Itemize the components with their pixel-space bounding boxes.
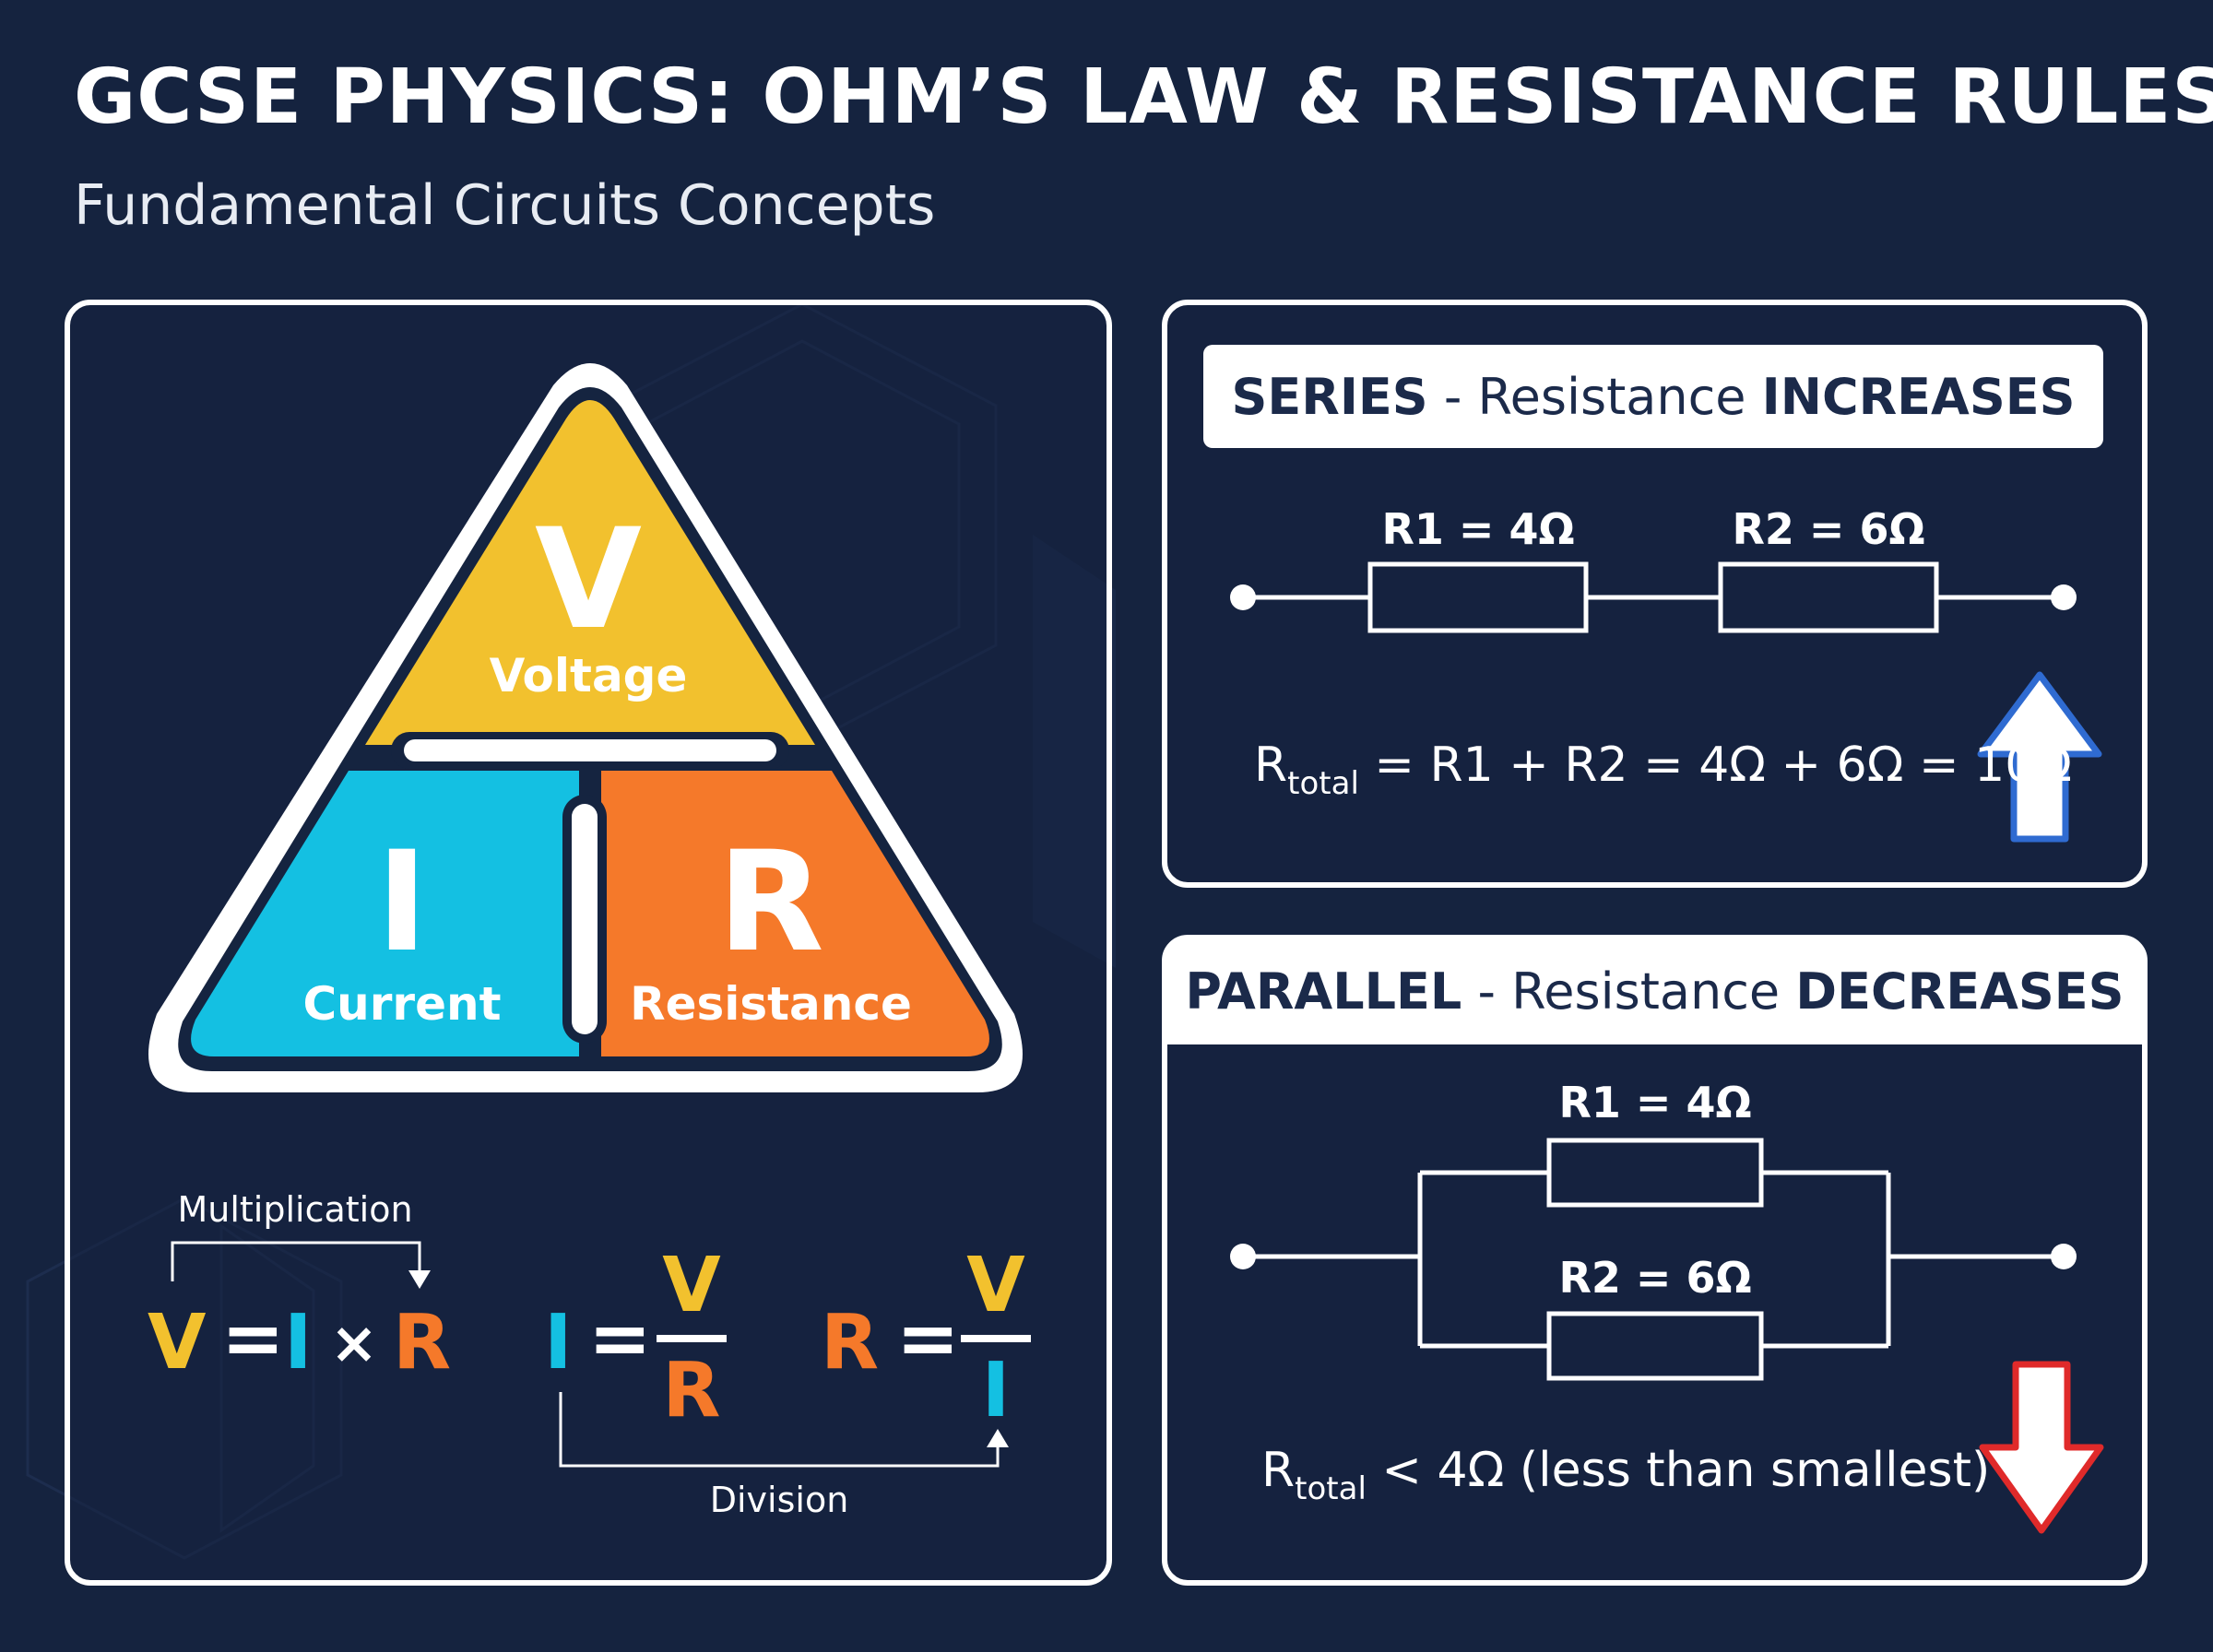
- f3-equals: =: [896, 1295, 960, 1383]
- f3-fraction-bar: [961, 1335, 1031, 1342]
- parallel-heading-strong: PARALLEL: [1185, 962, 1462, 1021]
- parallel-r1-label: R1 = 4Ω: [1558, 1078, 1751, 1127]
- parallel-heading-mid: - Resistance: [1462, 962, 1796, 1021]
- arrow-up-icon: [1977, 671, 2102, 843]
- f2-denominator: R: [662, 1347, 720, 1434]
- parallel-terminal-right: [2051, 1244, 2077, 1269]
- f1-resistance: R: [393, 1299, 451, 1386]
- parallel-formula-sub: total: [1295, 1470, 1367, 1507]
- parallel-formula-r: R: [1261, 1443, 1296, 1498]
- resistance-segment: [601, 771, 989, 1056]
- voltage-letter: V: [535, 500, 642, 660]
- division-arrowhead: [987, 1429, 1009, 1447]
- series-r2-label: R2 = 6Ω: [1732, 504, 1924, 554]
- f3-denominator: I: [982, 1347, 1011, 1434]
- f1-voltage: V: [148, 1299, 207, 1386]
- series-formula: Rtotal = R1 + R2 = 4Ω + 6Ω = 10Ω: [1254, 738, 2072, 802]
- resistance-word: Resistance: [630, 977, 912, 1031]
- series-heading: SERIES - Resistance INCREASES: [1203, 345, 2103, 448]
- f2-current: I: [544, 1299, 573, 1386]
- multiplication-label: Multiplication: [177, 1189, 412, 1230]
- series-heading-mid: - Resistance: [1427, 367, 1762, 426]
- page-subtitle: Fundamental Circuits Concepts: [74, 173, 936, 238]
- current-word: Current: [302, 977, 501, 1031]
- parallel-formula: Rtotal < 4Ω (less than smallest): [1261, 1443, 1990, 1507]
- series-heading-strong: SERIES: [1231, 367, 1428, 426]
- f1-current: I: [284, 1299, 313, 1386]
- multiplication-arrowhead: [408, 1270, 431, 1289]
- parallel-resistor-r2: [1546, 1311, 1764, 1381]
- f1-equals: =: [221, 1295, 285, 1383]
- parallel-resistor-r1: [1546, 1138, 1764, 1208]
- parallel-terminal-left: [1230, 1244, 1256, 1269]
- resistance-letter: R: [717, 822, 824, 983]
- series-formula-r: R: [1254, 738, 1288, 793]
- current-segment: [191, 771, 580, 1056]
- f1-times: ×: [330, 1309, 378, 1376]
- arrow-down-icon: [1979, 1361, 2104, 1534]
- series-terminal-right: [2051, 584, 2077, 610]
- parallel-heading-end: DECREASES: [1795, 962, 2124, 1021]
- voltage-segment: [365, 400, 815, 745]
- division-label: Division: [710, 1480, 849, 1520]
- page-title: GCSE PHYSICS: OHM’S LAW & RESISTANCE RUL…: [74, 53, 2213, 141]
- series-heading-end: INCREASES: [1761, 367, 2076, 426]
- parallel-r2-label: R2 = 6Ω: [1558, 1253, 1751, 1303]
- parallel-heading: PARALLEL - Resistance DECREASES: [1165, 938, 2145, 1044]
- f2-fraction-bar: [657, 1335, 727, 1342]
- f3-numerator: V: [966, 1242, 1025, 1329]
- series-formula-rest: = R1 + R2 = 4Ω + 6Ω = 10Ω: [1358, 738, 2073, 793]
- series-terminal-left: [1230, 584, 1256, 610]
- f2-equals: =: [588, 1295, 652, 1383]
- f3-resistance: R: [821, 1299, 879, 1386]
- parallel-formula-rest: < 4Ω (less than smallest): [1366, 1443, 1991, 1498]
- series-r1-label: R1 = 4Ω: [1381, 504, 1574, 554]
- series-formula-sub: total: [1287, 765, 1359, 802]
- current-letter: I: [376, 822, 428, 983]
- voltage-word: Voltage: [490, 649, 688, 702]
- f2-numerator: V: [662, 1242, 721, 1329]
